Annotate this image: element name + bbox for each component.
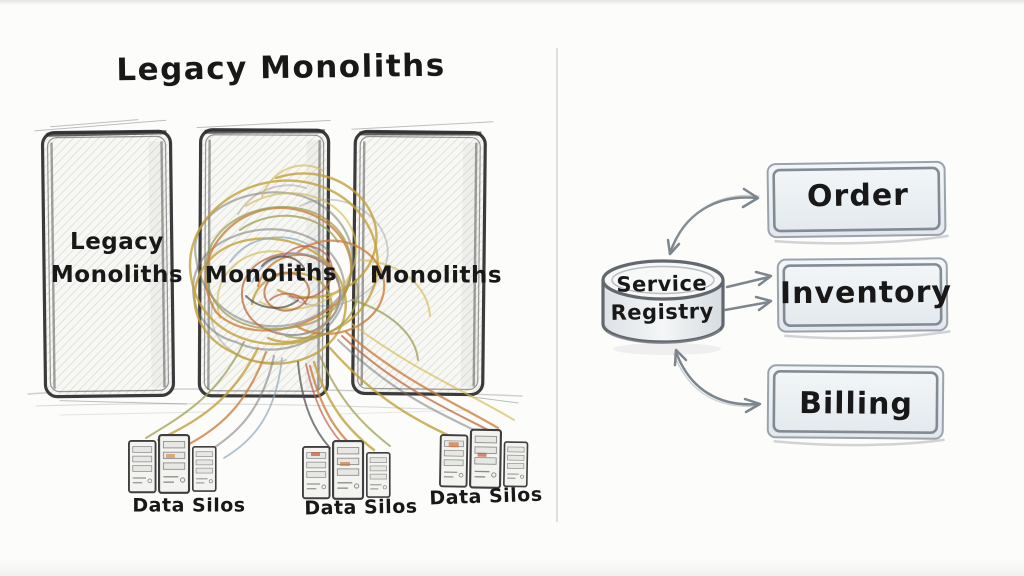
server-cluster-2 xyxy=(302,440,391,500)
service-box-order xyxy=(766,160,949,245)
service-registry-label-line-1: Service xyxy=(616,271,708,297)
order-label: Order xyxy=(806,177,910,215)
monolith-label-1-line-1: Legacy xyxy=(70,229,164,255)
data-silos-label-1: Data Silos xyxy=(132,494,246,517)
data-silos-label-3: Data Silos xyxy=(429,483,543,510)
arrow-registry-inventory-1 xyxy=(725,270,773,289)
monolith-label-1: Legacy Monoliths xyxy=(51,226,183,292)
inventory-label: Inventory xyxy=(779,274,953,312)
monolith-label-1-line-2: Monoliths xyxy=(50,262,184,288)
monolith-label-2: Monoliths xyxy=(204,259,338,289)
monolith-label-3: Monoliths xyxy=(369,262,503,289)
data-silos-label-2: Data Silos xyxy=(304,495,418,520)
monolith-box-1 xyxy=(34,119,187,405)
arrow-registry-billing xyxy=(673,348,762,414)
server-cluster-3 xyxy=(438,428,529,489)
arrow-registry-order xyxy=(666,187,760,256)
service-registry-label: Service Registry xyxy=(610,269,714,327)
diagram-title: Legacy Monoliths xyxy=(116,47,446,89)
data-silo-wires xyxy=(145,323,515,459)
service-registry-label-line-2: Registry xyxy=(610,299,715,325)
arrow-registry-inventory-2 xyxy=(723,295,773,312)
billing-label: Billing xyxy=(798,386,914,422)
monolith-box-3 xyxy=(351,121,519,404)
service-box-billing xyxy=(766,364,945,447)
service-registry-cylinder xyxy=(601,259,725,355)
server-cluster-1 xyxy=(127,434,217,494)
service-box-inventory xyxy=(776,257,951,340)
